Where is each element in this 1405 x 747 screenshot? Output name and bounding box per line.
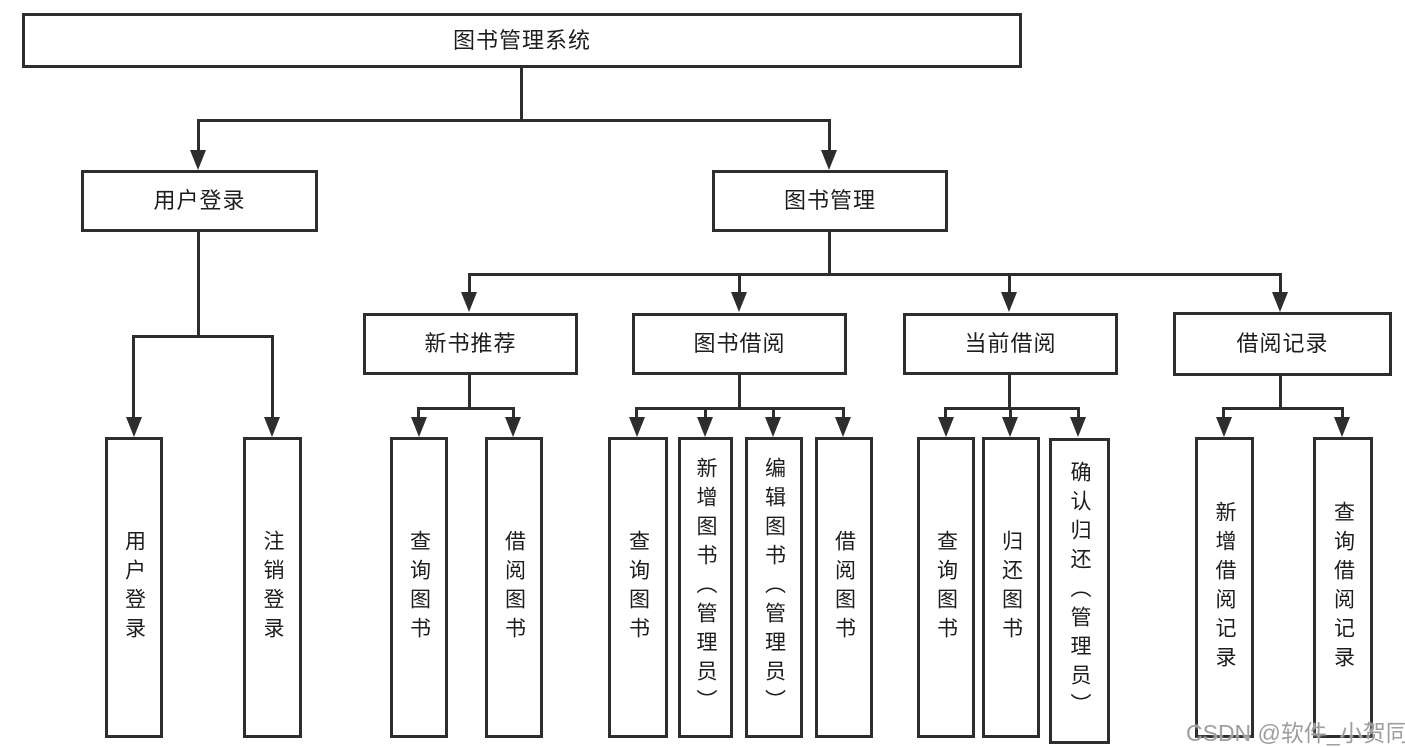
arrow-down-icon (505, 417, 521, 437)
arrow-down-icon (126, 417, 142, 437)
connector-hbar (944, 407, 1080, 410)
node-label: 编辑图书（管理员） (762, 457, 786, 718)
connector-stem (468, 373, 471, 410)
arrow-down-icon (835, 417, 851, 437)
leaf-query-books-current: 查询图书 (917, 437, 975, 738)
leaf-add-borrow-record: 新增借阅记录 (1195, 437, 1254, 738)
node-label: 查询借阅记录 (1331, 500, 1355, 675)
connector-arrow-shaft (1341, 407, 1344, 420)
node-label: 用户登录 (122, 529, 146, 646)
connector-hbar (417, 407, 515, 410)
node-label: 新书推荐 (424, 331, 517, 356)
node-label: 图书借阅 (693, 331, 786, 356)
node-label: 图书管理系统 (452, 27, 591, 53)
csdn-watermark: CSDN @软件_小贺同学 (1186, 720, 1405, 746)
arrow-down-icon (1001, 292, 1017, 312)
connector-arrow-shaft (417, 407, 420, 420)
arrow-down-icon (1216, 417, 1232, 437)
connector-arrow-shaft (1222, 407, 1225, 420)
arrow-down-icon (1070, 417, 1086, 437)
node-label: 借阅图书 (502, 529, 526, 646)
connector-arrow-shaft (704, 407, 707, 420)
connector-book-mgmt-stem (828, 230, 831, 275)
leaf-user-login: 用户登录 (105, 437, 163, 738)
connector-arrow-shaft (1077, 407, 1080, 420)
node-book-borrowing: 图书借阅 (632, 313, 847, 375)
arrow-down-icon (938, 417, 954, 437)
leaf-add-books-admin: 新增图书（管理员） (678, 437, 733, 738)
leaf-query-books-borrowing: 查询图书 (608, 437, 668, 738)
connector-hbar (635, 407, 845, 410)
connector-book-mgmt-hbar (468, 273, 1282, 276)
connector-stem (738, 373, 741, 410)
node-label: 借阅图书 (832, 529, 856, 646)
connector-arrow-shaft (1279, 273, 1282, 294)
connector-arrow-shaft (132, 335, 135, 419)
node-library-management-system: 图书管理系统 (22, 13, 1022, 68)
leaf-borrow-books: 借阅图书 (815, 437, 873, 738)
node-label: 新增借阅记录 (1213, 500, 1236, 675)
connector-arrow-shaft (738, 273, 741, 294)
node-book-management: 图书管理 (712, 170, 948, 232)
connector-root-hbar (197, 119, 831, 122)
node-new-book-recommend: 新书推荐 (363, 313, 578, 375)
connector-stem (1008, 373, 1011, 410)
connector-arrow-shaft (468, 273, 471, 294)
node-label: 借阅记录 (1236, 331, 1329, 356)
leaf-logout: 注销登录 (243, 437, 302, 738)
node-label: 归还图书 (999, 529, 1023, 646)
connector-arrow-shaft (271, 335, 274, 419)
leaf-edit-books-admin: 编辑图书（管理员） (745, 437, 803, 738)
node-label: 查询图书 (934, 529, 958, 646)
leaf-return-books: 归还图书 (982, 437, 1040, 738)
connector-stem (1279, 374, 1282, 410)
arrow-down-icon (1272, 292, 1288, 312)
connector-arrow-shaft (1008, 273, 1011, 294)
node-label: 注销登录 (261, 529, 284, 646)
connector-arrow-shaft (842, 407, 845, 420)
node-user-login: 用户登录 (81, 170, 318, 232)
connector-arrow-shaft (512, 407, 515, 420)
node-label: 新增图书（管理员） (694, 457, 717, 718)
node-label: 当前借阅 (964, 331, 1057, 356)
connector-arrow-shaft (772, 407, 775, 420)
connector-arrow-shaft (635, 407, 638, 420)
connector-user-login-stem (197, 230, 200, 335)
arrow-down-icon (1334, 417, 1350, 437)
arrow-down-icon (765, 417, 781, 437)
node-label: 查询图书 (407, 529, 431, 646)
connector-hbar (1222, 407, 1344, 410)
node-label: 图书管理 (783, 188, 876, 213)
connector-arrow-shaft (828, 119, 831, 152)
node-label: 查询图书 (626, 529, 650, 646)
arrow-down-icon (411, 417, 427, 437)
leaf-confirm-return-admin: 确认归还（管理员） (1049, 438, 1110, 744)
node-current-borrowing: 当前借阅 (903, 313, 1118, 375)
arrow-down-icon (190, 150, 206, 170)
node-label: 用户登录 (153, 188, 246, 213)
connector-root-stem (520, 66, 523, 121)
connector-arrow-shaft (944, 407, 947, 420)
arrow-down-icon (461, 292, 477, 312)
connector-arrow-shaft (1009, 407, 1012, 420)
connector-user-login-hbar (132, 335, 274, 338)
connector-arrow-shaft (197, 119, 200, 152)
arrow-down-icon (629, 417, 645, 437)
arrow-down-icon (1002, 417, 1018, 437)
arrow-down-icon (821, 150, 837, 170)
node-label: 确认归还（管理员） (1068, 460, 1091, 722)
arrow-down-icon (264, 417, 280, 437)
arrow-down-icon (697, 417, 713, 437)
node-borrowing-records: 借阅记录 (1173, 312, 1392, 376)
leaf-borrow-books-recommend: 借阅图书 (485, 437, 543, 738)
leaf-query-borrow-record: 查询借阅记录 (1313, 437, 1373, 738)
leaf-query-books-recommend: 查询图书 (390, 437, 448, 738)
arrow-down-icon (731, 292, 747, 312)
